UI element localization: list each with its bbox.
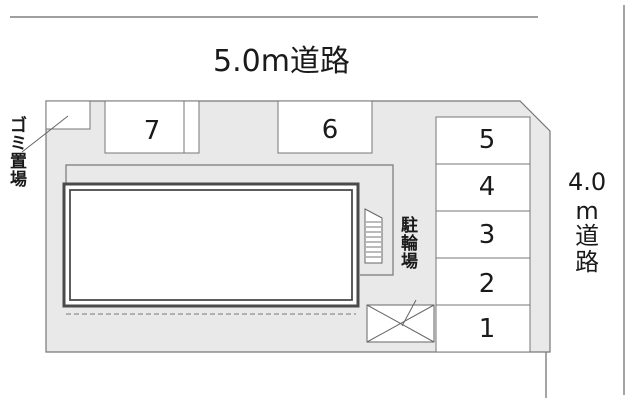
right-road-unit: m (575, 197, 599, 226)
parking-space-1-box (435, 304, 531, 353)
parking-space-3-number: 3 (478, 220, 496, 250)
walkway-outline (65, 164, 394, 276)
bicycle-leader-line (401, 299, 417, 327)
parking-space-7-box (104, 100, 185, 154)
stair-steps (366, 221, 381, 258)
parking-space-4-box (435, 163, 531, 212)
parking-space-3-box (435, 210, 531, 259)
parking-space-5-box (435, 116, 531, 165)
garbage-char-2: ミ (10, 133, 27, 154)
parking-space-6-box (277, 100, 373, 154)
parking-space-2-box (435, 257, 531, 306)
bike-char-1: 駐 (401, 216, 418, 236)
right-road-char-2: 路 (575, 247, 600, 276)
parking-space-4-number: 4 (478, 172, 496, 202)
garbage-leader-line (21, 115, 69, 153)
right-road-width: 4.0 (568, 168, 607, 196)
garbage-char-3: 置 (10, 151, 27, 172)
garbage-char-1: ゴ (10, 116, 27, 136)
garbage-area-box (45, 100, 91, 130)
parking-space-2-number: 2 (478, 269, 496, 299)
bicycle-parking-cross-2 (366, 304, 435, 343)
bicycle-parking-label: 駐 輪 場 (401, 216, 418, 272)
parking-space-7-strip (183, 100, 200, 154)
bike-char-2: 輪 (401, 233, 418, 254)
parking-space-5-number: 5 (478, 125, 496, 155)
garbage-char-4: 場 (10, 169, 27, 190)
right-road-label: 4.0 m 道 路 (568, 168, 607, 276)
building-inner (69, 189, 353, 301)
parking-space-6-number: 6 (321, 115, 339, 145)
bike-char-3: 場 (401, 251, 418, 272)
garbage-area-label: ゴ ミ 置 場 (10, 116, 27, 190)
right-road-char-1: 道 (575, 222, 600, 251)
parking-space-1-number: 1 (478, 314, 496, 344)
top-road-label: 5.0m道路 (213, 44, 350, 79)
stairs (364, 208, 383, 264)
parking-space-7-number: 7 (143, 116, 161, 146)
